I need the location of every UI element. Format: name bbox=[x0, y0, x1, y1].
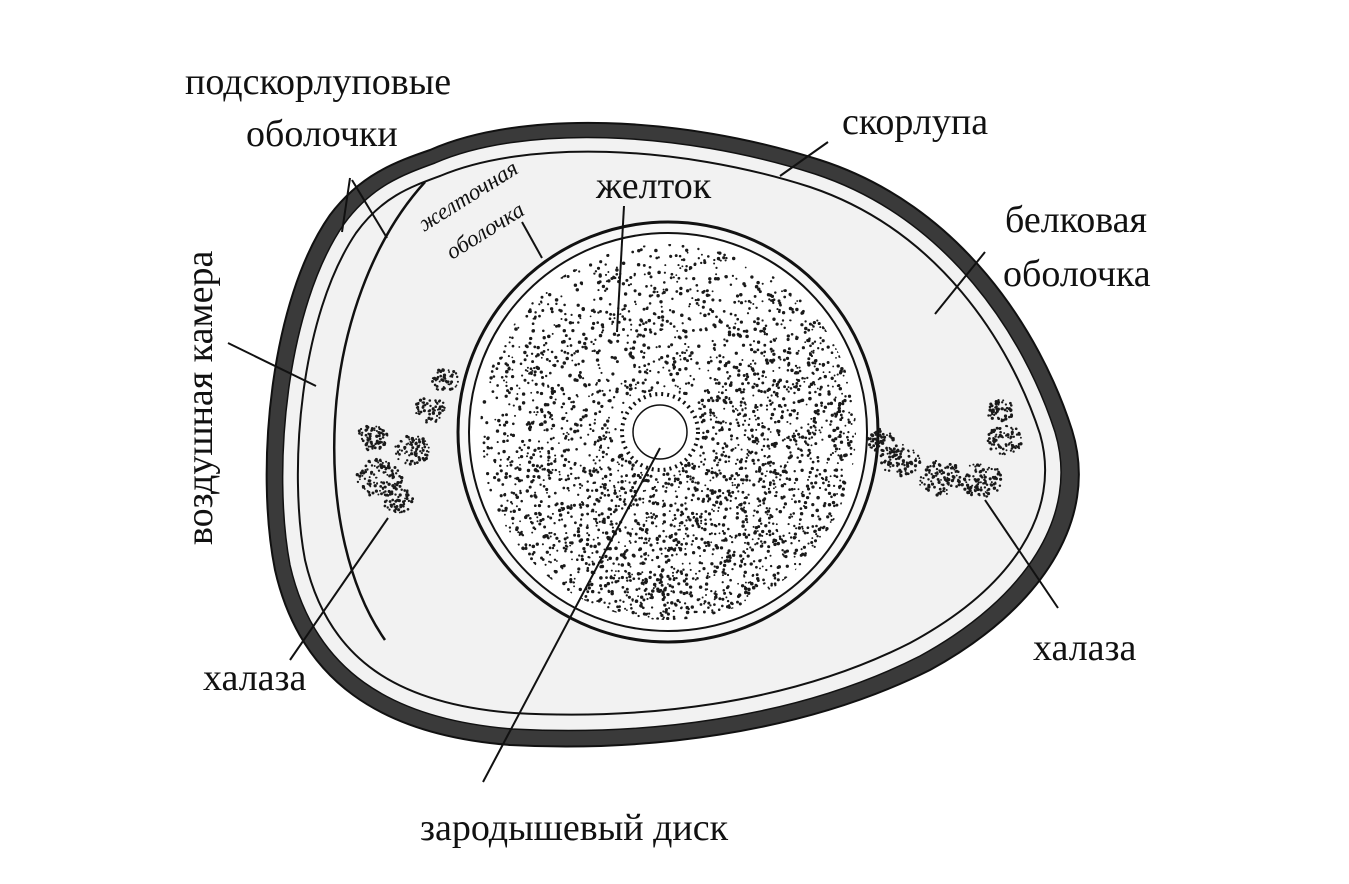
germinal-disc-shape bbox=[620, 392, 700, 472]
chalaza-left-shape bbox=[355, 368, 459, 514]
leader-albumen bbox=[934, 251, 986, 315]
inner-shell-membrane bbox=[296, 150, 1047, 716]
chalaza-right-shape bbox=[866, 398, 1023, 498]
label-air-cell: воздушная камера bbox=[179, 251, 221, 545]
leader-germinal-disc bbox=[482, 447, 661, 783]
leader-chalaza-left bbox=[289, 517, 389, 661]
label-albumen-line1: белковая bbox=[1005, 199, 1147, 241]
leader-lines bbox=[227, 141, 1059, 783]
leader-yolk bbox=[616, 205, 625, 333]
yolk-texture bbox=[480, 244, 856, 620]
label-chalaza-right: халаза bbox=[1033, 627, 1137, 669]
label-subshell-line1: подскорлуповые bbox=[185, 61, 451, 103]
leader-shell bbox=[779, 141, 829, 177]
leader-vitelline bbox=[521, 221, 543, 259]
air-cell-boundary bbox=[333, 181, 426, 641]
leader-subshell-b bbox=[351, 179, 388, 239]
label-subshell-line2: оболочки bbox=[246, 113, 398, 155]
label-chalaza-left: халаза bbox=[203, 657, 307, 699]
leader-subshell-a bbox=[341, 177, 351, 233]
label-shell: скорлупа bbox=[842, 101, 988, 143]
label-albumen-line2: оболочка bbox=[1003, 253, 1151, 295]
label-germinal-disc: зародышевый диск bbox=[420, 807, 729, 849]
label-yolk: желток bbox=[595, 165, 712, 207]
leader-air-cell bbox=[227, 342, 317, 387]
leader-chalaza-right bbox=[984, 499, 1059, 609]
